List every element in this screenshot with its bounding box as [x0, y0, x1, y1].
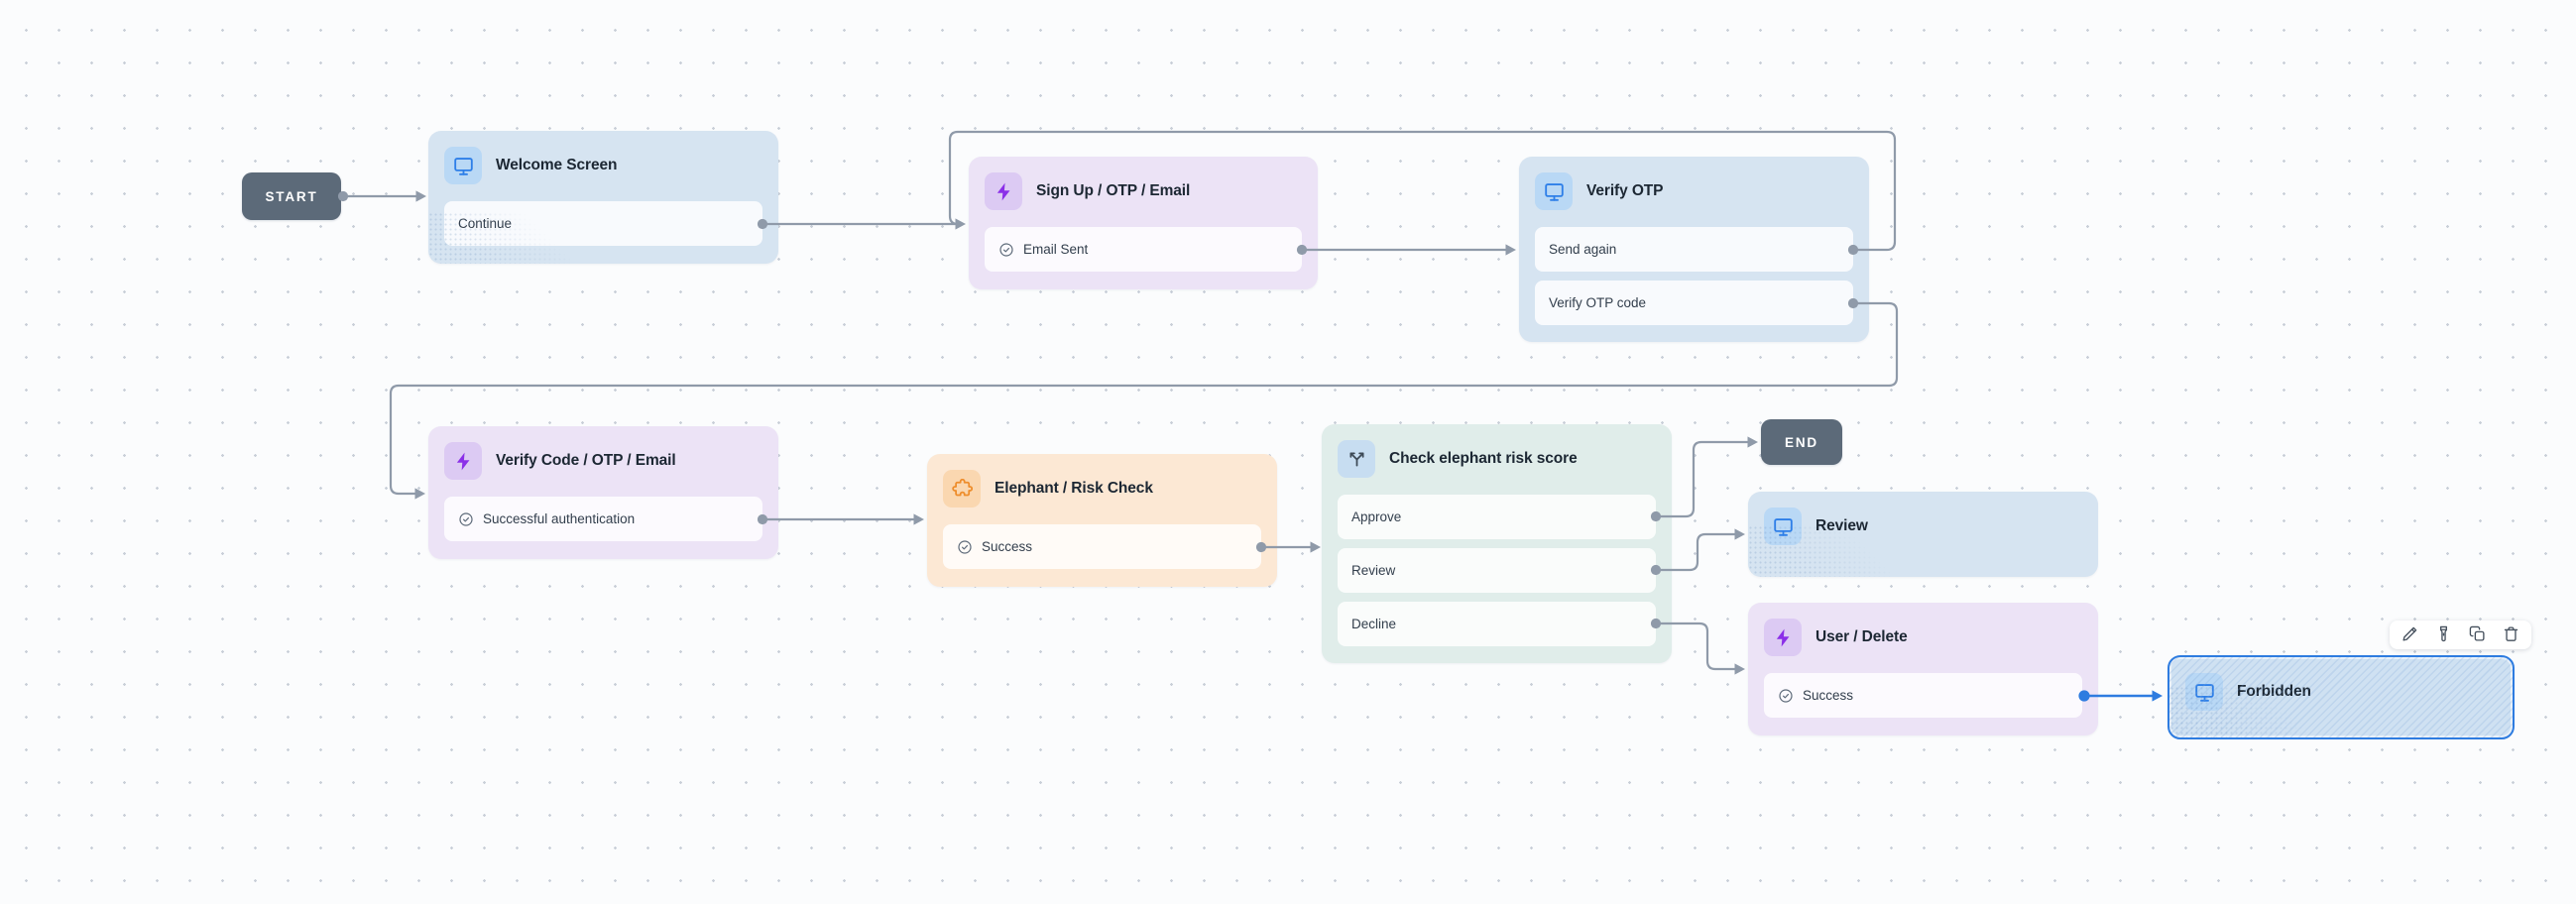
duplicate-button[interactable]	[2469, 625, 2486, 645]
row-review[interactable]: Review	[1338, 548, 1656, 593]
node-header: Check elephant risk score	[1322, 424, 1672, 478]
node-title: Forbidden	[2237, 683, 2311, 700]
node-title: Verify Code / OTP / Email	[496, 452, 676, 469]
zap-icon	[444, 442, 482, 480]
row-approve[interactable]: Approve	[1338, 495, 1656, 539]
node-header: Forbidden	[2169, 657, 2513, 711]
row-label: Approve	[1351, 509, 1402, 524]
row-label: Review	[1351, 563, 1396, 578]
row-decline[interactable]: Decline	[1338, 602, 1656, 646]
pencil-icon	[2401, 625, 2418, 645]
node-header: Verify Code / OTP / Email	[428, 426, 778, 480]
row-label: Verify OTP code	[1549, 295, 1647, 310]
row-continue[interactable]: Continue	[444, 201, 762, 246]
edge-arrowhead	[1505, 244, 1516, 256]
delete-button[interactable]	[2503, 625, 2519, 645]
edge-arrowhead	[1734, 528, 1745, 540]
node-rows: Continue	[444, 201, 762, 246]
row-label: Successful authentication	[483, 511, 636, 526]
node-review[interactable]: Review	[1748, 492, 2098, 577]
node-title: Elephant / Risk Check	[995, 480, 1153, 497]
row-success[interactable]: Success	[943, 524, 1261, 569]
monitor-icon	[1535, 172, 1573, 210]
end-label: END	[1785, 434, 1818, 450]
edge-arrowhead	[913, 513, 924, 525]
edit-button[interactable]	[2401, 626, 2418, 643]
check-circle-icon	[458, 511, 474, 527]
node-header: User / Delete	[1748, 603, 2098, 656]
row-label: Success	[1803, 688, 1854, 703]
row-label: Send again	[1549, 242, 1617, 257]
flashlight-button[interactable]	[2435, 625, 2452, 645]
row-success[interactable]: Success	[1764, 673, 2082, 718]
node-header: Sign Up / OTP / Email	[969, 157, 1318, 210]
monitor-icon	[1764, 508, 1802, 545]
row-label: Email Sent	[1023, 242, 1089, 257]
monitor-icon	[444, 147, 482, 184]
row-email-sent[interactable]: Email Sent	[985, 227, 1302, 272]
start-label: START	[265, 188, 318, 204]
node-header: Verify OTP	[1519, 157, 1869, 210]
node-header: Elephant / Risk Check	[927, 454, 1277, 508]
edge-arrowhead	[955, 218, 966, 230]
monitor-icon	[2185, 673, 2223, 711]
node-rows: Success	[943, 524, 1261, 569]
node-title: Sign Up / OTP / Email	[1036, 182, 1191, 199]
edge-arrowhead	[2152, 690, 2163, 702]
row-label: Success	[982, 539, 1033, 554]
edge-arrowhead	[1747, 436, 1758, 448]
check-circle-icon	[957, 539, 973, 555]
row-successful-authentication[interactable]: Successful authentication	[444, 497, 762, 541]
row-verify-otp-code[interactable]: Verify OTP code	[1535, 281, 1853, 325]
node-rows: Successful authentication	[444, 497, 762, 541]
node-title: Review	[1815, 517, 1868, 534]
edge-arrowhead	[415, 190, 426, 202]
row-label: Continue	[458, 216, 513, 231]
node-rows: Success	[1764, 673, 2082, 718]
trash-icon	[2503, 625, 2519, 645]
row-label: Decline	[1351, 617, 1397, 631]
selection-toolbar	[2390, 621, 2531, 649]
copy-icon	[2469, 625, 2486, 645]
edge-arrowhead	[414, 488, 425, 500]
node-header: Review	[1748, 492, 2098, 545]
edge-arrowhead	[1310, 541, 1321, 553]
puzzle-icon	[943, 470, 981, 508]
edge-arrowhead	[1734, 663, 1745, 675]
node-title: User / Delete	[1815, 628, 1908, 645]
node-title: Welcome Screen	[496, 157, 618, 173]
node-header: Welcome Screen	[428, 131, 778, 184]
start-node[interactable]: START	[242, 172, 341, 220]
node-rows: Email Sent	[985, 227, 1302, 272]
node-title: Check elephant risk score	[1389, 450, 1578, 467]
end-node[interactable]: END	[1761, 419, 1842, 465]
flashlight-icon	[2435, 625, 2452, 645]
zap-icon	[985, 172, 1022, 210]
zap-icon	[1764, 619, 1802, 656]
check-circle-icon	[1778, 688, 1794, 704]
split-icon	[1338, 440, 1375, 478]
node-forbidden[interactable]: Forbidden	[2167, 655, 2515, 739]
row-send-again[interactable]: Send again	[1535, 227, 1853, 272]
check-circle-icon	[998, 242, 1014, 258]
node-title: Verify OTP	[1586, 182, 1664, 199]
